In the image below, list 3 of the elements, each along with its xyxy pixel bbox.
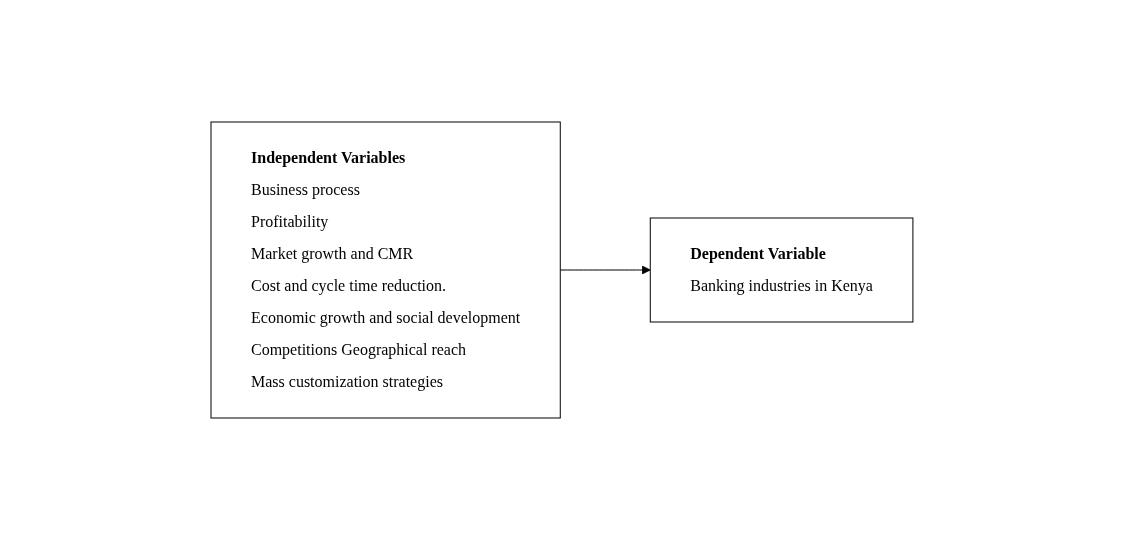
arrow (559, 265, 651, 275)
node-box: Independent Variables Business process Profitability Market growth and CMR Cost and cycle time reduction. Economic growth and social development Competitions Geographical reach Mass customization strategies (210, 121, 561, 419)
node-box: Dependent Variable Banking industries in Kenya (649, 217, 914, 323)
